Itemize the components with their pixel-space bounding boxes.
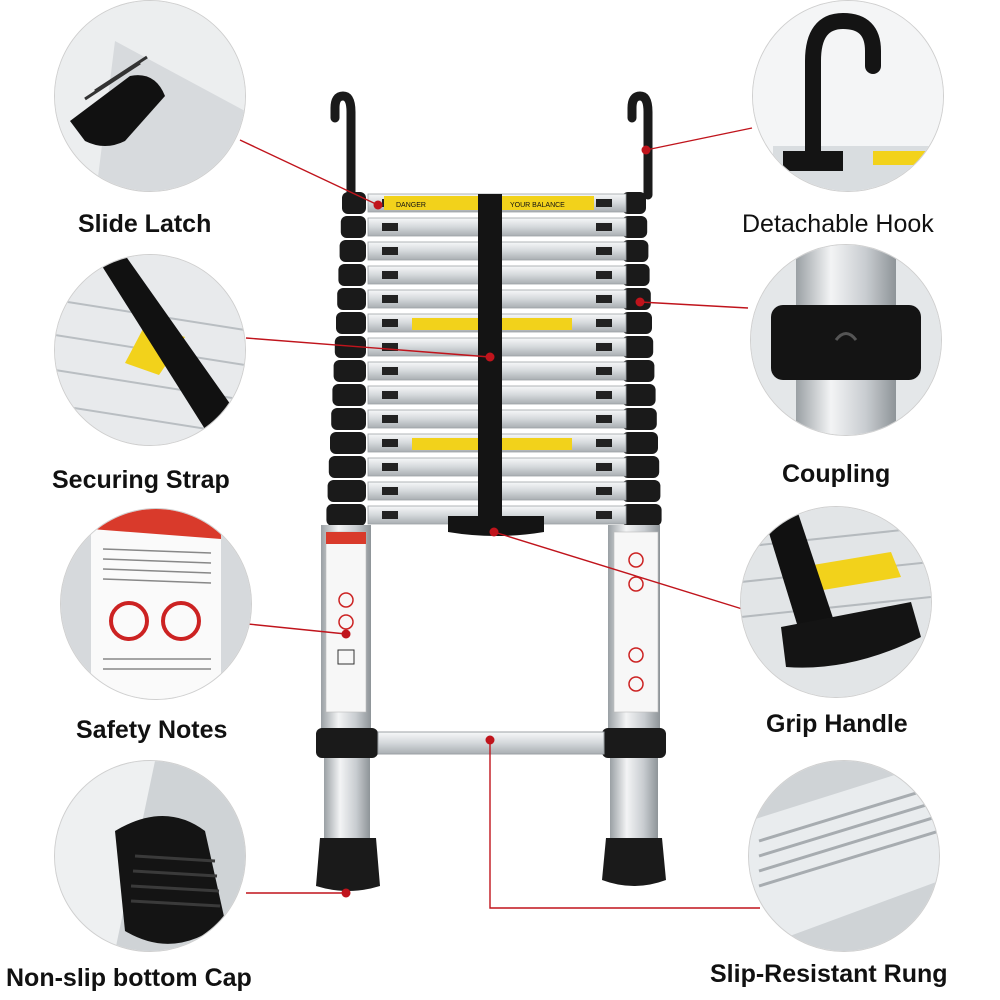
right-bottom-coupling xyxy=(602,728,666,758)
right-coupling xyxy=(622,408,657,430)
left-coupling xyxy=(339,240,366,262)
right-leg-sticker xyxy=(613,531,659,713)
coupling-detail xyxy=(750,244,942,436)
right-coupling xyxy=(622,432,658,454)
right-coupling xyxy=(622,312,652,334)
coupling-label: Coupling xyxy=(782,460,891,488)
safety-notes-label: Safety Notes xyxy=(76,716,228,744)
rung-latch xyxy=(382,319,398,327)
right-coupling xyxy=(622,336,654,358)
right-leg-lower xyxy=(610,755,658,845)
right-coupling xyxy=(622,504,662,526)
rung-latch xyxy=(596,415,612,423)
rung-latch xyxy=(382,271,398,279)
left-coupling xyxy=(338,264,366,286)
detachable-hook-label: Detachable Hook xyxy=(742,210,934,238)
rung-latch xyxy=(382,223,398,231)
rung-latch xyxy=(382,295,398,303)
right-hook xyxy=(627,91,653,200)
rung-latch xyxy=(596,319,612,327)
non-slip-cap-detail xyxy=(54,760,246,952)
rung-latch xyxy=(382,463,398,471)
left-leg-sticker xyxy=(325,531,367,713)
left-coupling-stack xyxy=(326,192,366,526)
rung-latch xyxy=(382,343,398,351)
rung-latch xyxy=(596,439,612,447)
right-coupling xyxy=(622,264,650,286)
grip-handle-label: Grip Handle xyxy=(766,710,908,738)
rung-latch xyxy=(382,439,398,447)
right-coupling xyxy=(622,360,655,382)
rung-latch xyxy=(596,271,612,279)
left-coupling xyxy=(328,456,366,478)
rung-latch xyxy=(382,511,398,519)
slide-latch-label: Slide Latch xyxy=(78,210,212,238)
rung-latch xyxy=(382,247,398,255)
left-coupling xyxy=(340,216,366,238)
grip-handle-detail xyxy=(740,506,932,698)
right-coupling xyxy=(622,480,661,502)
left-coupling xyxy=(332,384,366,406)
left-coupling xyxy=(337,288,366,310)
rung-latch xyxy=(596,247,612,255)
ladder-grip-handle xyxy=(448,516,544,536)
non-slip-cap-label: Non-slip bottom Cap xyxy=(6,964,252,992)
rung-latch xyxy=(382,415,398,423)
left-coupling xyxy=(326,504,366,526)
right-coupling xyxy=(622,240,649,262)
left-coupling xyxy=(334,336,366,358)
securing-strap-label: Securing Strap xyxy=(52,466,230,494)
left-bottom-coupling xyxy=(316,728,378,758)
rung-latch xyxy=(596,223,612,231)
left-coupling xyxy=(327,480,366,502)
left-coupling xyxy=(330,432,366,454)
slide-latch-detail xyxy=(54,0,246,192)
rung-latch xyxy=(596,199,612,207)
ladder-securing-strap xyxy=(478,194,502,520)
top-warning-balance: YOUR BALANCE xyxy=(510,202,565,209)
rung-latch xyxy=(596,511,612,519)
right-coupling xyxy=(622,384,656,406)
rung-latch xyxy=(382,367,398,375)
left-leg-lower xyxy=(324,755,370,845)
left-coupling xyxy=(342,192,366,214)
right-coupling xyxy=(622,192,646,214)
right-coupling xyxy=(622,456,660,478)
detachable-hook-detail xyxy=(752,0,944,192)
left-foot-cap xyxy=(316,838,380,891)
right-coupling-stack xyxy=(622,192,662,526)
rung-latch xyxy=(596,343,612,351)
slip-resistant-rung-label: Slip-Resistant Rung xyxy=(710,960,948,988)
rung-latch xyxy=(596,295,612,303)
slip-resistant-rung-detail xyxy=(748,760,940,952)
securing-strap-detail xyxy=(54,254,246,446)
bottom-rung xyxy=(377,731,605,755)
top-warning-danger: DANGER xyxy=(396,202,426,209)
rung-latch xyxy=(596,463,612,471)
rung-latch xyxy=(596,367,612,375)
left-coupling xyxy=(331,408,366,430)
safety-notes-detail xyxy=(60,508,252,700)
rung-latch xyxy=(596,487,612,495)
rung-latch xyxy=(382,391,398,399)
left-hook xyxy=(330,91,356,200)
right-foot-cap xyxy=(602,838,666,886)
left-coupling xyxy=(336,312,366,334)
rung-latch xyxy=(596,391,612,399)
right-coupling xyxy=(622,216,648,238)
rung-latch xyxy=(382,487,398,495)
left-coupling xyxy=(333,360,366,382)
